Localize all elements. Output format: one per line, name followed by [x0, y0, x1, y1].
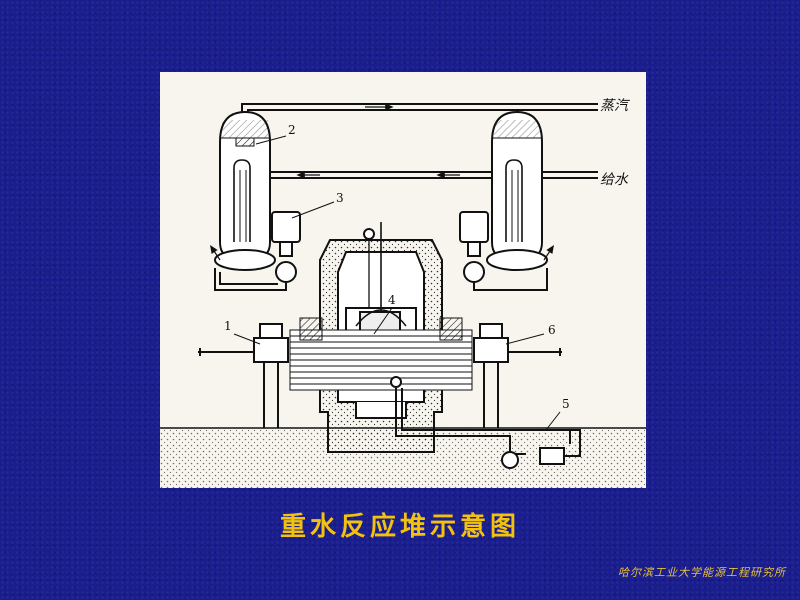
steam-generator-left [219, 110, 271, 259]
fuelling-machine-left [198, 323, 289, 428]
label-feedwater: 给水 [600, 172, 629, 188]
label-steam: 蒸汽 [600, 98, 630, 114]
footer-credit: 哈尔滨工业大学能源工程研究所 [618, 566, 786, 579]
coolant-pump-right [459, 211, 489, 283]
fuelling-machine-right [473, 323, 562, 428]
slide-title: 重水反应堆示意图 [279, 512, 520, 542]
reactor-diagram: 蒸汽 给水 1 2 3 4 5 6 [160, 72, 646, 488]
coolant-pump-left [271, 211, 301, 283]
steam-line [241, 103, 598, 120]
label-4: 4 [388, 293, 396, 307]
label-5: 5 [562, 397, 570, 411]
callout-lines [233, 135, 561, 431]
label-6: 6 [548, 323, 556, 337]
label-3: 3 [336, 191, 344, 205]
headers [210, 245, 554, 291]
label-2: 2 [288, 123, 296, 137]
label-1: 1 [224, 319, 232, 333]
steam-generator-right [491, 110, 543, 259]
feedwater-line [259, 171, 598, 192]
moderator-circuit [390, 376, 581, 469]
calandria-tubes [289, 317, 473, 391]
